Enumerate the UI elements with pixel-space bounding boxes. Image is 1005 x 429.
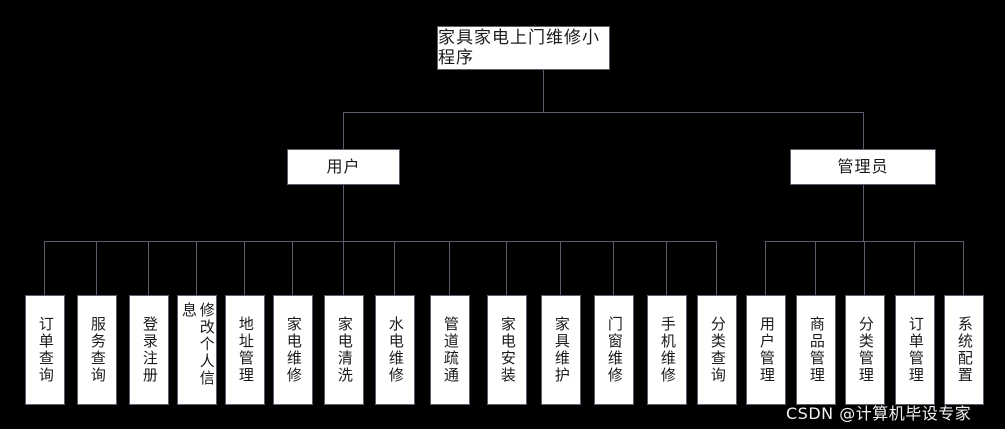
node-root[interactable]: 家具家电上门维修小程序: [437, 26, 610, 70]
node-leaf-label: 修改个人信息: [180, 302, 216, 387]
node-leaf-order-management[interactable]: 订单管理: [895, 295, 935, 405]
connector-leaf-drop: [292, 241, 293, 295]
node-leaf-user-management[interactable]: 用户管理: [746, 295, 786, 405]
connector-leaf-drop: [914, 241, 915, 295]
node-leaf-pipe-dredging[interactable]: 管道疏通: [430, 295, 470, 405]
connector-leaf-drop: [148, 241, 149, 295]
node-leaf-label: 水电维修: [386, 316, 405, 384]
node-leaf-login-register[interactable]: 登录注册: [129, 295, 169, 405]
connector-leaf-drop: [196, 241, 197, 295]
connector-leaf-drop: [666, 241, 667, 295]
connector-leaf-drop: [506, 241, 507, 295]
node-leaf-address-management[interactable]: 地址管理: [225, 295, 265, 405]
node-leaf-label: 家具维护: [552, 316, 571, 384]
node-leaf-label: 分类管理: [856, 316, 875, 384]
node-leaf-appliance-cleaning[interactable]: 家电清洗: [324, 295, 364, 405]
connector-level2-bus: [343, 112, 864, 113]
node-leaf-furniture-maintenance[interactable]: 家具维护: [541, 295, 581, 405]
node-leaf-system-config[interactable]: 系统配置: [944, 295, 984, 405]
connector-leaf-drop: [560, 241, 561, 295]
node-root-label: 家具家电上门维修小程序: [438, 27, 600, 68]
connector-leaf-drop: [449, 241, 450, 295]
node-leaf-label: 订单查询: [36, 316, 55, 384]
node-leaf-edit-profile[interactable]: 修改个人信息: [177, 295, 217, 405]
node-leaf-label: 管道疏通: [441, 316, 460, 384]
node-leaf-phone-repair[interactable]: 手机维修: [647, 295, 687, 405]
node-leaf-door-window-repair[interactable]: 门窗维修: [594, 295, 634, 405]
watermark-label: CSDN @计算机毕设专家: [786, 404, 972, 423]
node-leaf-order-query[interactable]: 订单查询: [25, 295, 65, 405]
node-leaf-product-management[interactable]: 商品管理: [796, 295, 836, 405]
node-leaf-label: 家电维修: [284, 316, 303, 384]
connector-admin-stem: [863, 185, 864, 241]
node-leaf-label: 用户管理: [757, 316, 776, 384]
node-branch-user[interactable]: 用户: [287, 149, 400, 185]
node-branch-admin[interactable]: 管理员: [790, 149, 936, 185]
node-branch-user-label: 用户: [326, 156, 361, 176]
connector-leaf-drop: [613, 241, 614, 295]
connector-leaf-drop: [44, 241, 45, 295]
connector-leaf-drop: [96, 241, 97, 295]
node-leaf-label: 商品管理: [807, 316, 826, 384]
node-leaf-appliance-repair[interactable]: 家电维修: [273, 295, 313, 405]
node-leaf-label: 订单管理: [906, 316, 925, 384]
connector-user-bus: [44, 241, 716, 242]
connector-root-stem: [543, 70, 544, 112]
node-leaf-label: 家电安装: [498, 316, 517, 384]
connector-leaf-drop: [864, 241, 865, 295]
node-leaf-label: 门窗维修: [605, 316, 624, 384]
connector-leaf-drop: [716, 241, 717, 295]
node-leaf-label: 登录注册: [140, 316, 159, 384]
node-leaf-appliance-installation[interactable]: 家电安装: [487, 295, 527, 405]
connector-user-drop: [343, 112, 344, 149]
connector-leaf-drop: [394, 241, 395, 295]
connector-leaf-drop: [343, 241, 344, 295]
connector-leaf-drop: [963, 241, 964, 295]
node-leaf-label: 分类查询: [708, 316, 727, 384]
connector-admin-drop: [863, 112, 864, 149]
node-leaf-plumbing-electric-repair[interactable]: 水电维修: [375, 295, 415, 405]
connector-leaf-drop: [244, 241, 245, 295]
connector-leaf-drop: [815, 241, 816, 295]
connector-leaf-drop: [765, 241, 766, 295]
connector-user-stem: [343, 185, 344, 241]
node-leaf-label: 地址管理: [236, 316, 255, 384]
node-leaf-category-query[interactable]: 分类查询: [697, 295, 737, 405]
node-leaf-category-management[interactable]: 分类管理: [845, 295, 885, 405]
node-branch-admin-label: 管理员: [837, 156, 889, 176]
node-leaf-label: 手机维修: [658, 316, 677, 384]
node-leaf-label: 家电清洗: [335, 316, 354, 384]
node-leaf-service-query[interactable]: 服务查询: [77, 295, 117, 405]
node-leaf-label: 服务查询: [88, 316, 107, 384]
node-leaf-label: 系统配置: [955, 316, 974, 384]
